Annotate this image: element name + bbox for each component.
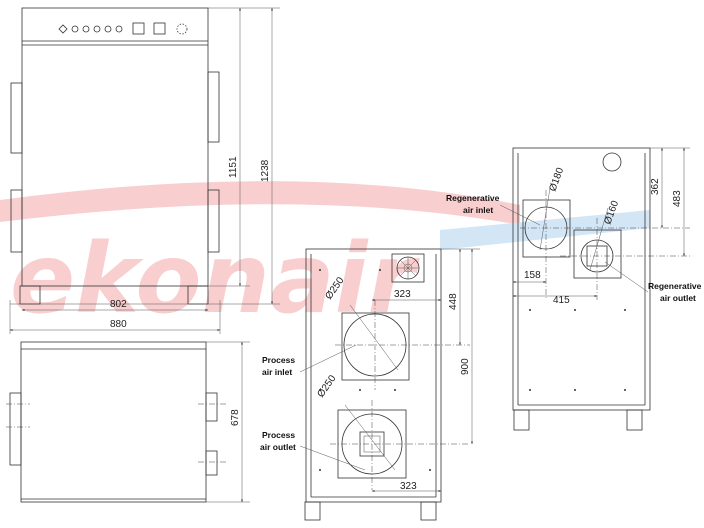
regen-side-view: Ø180 Ø160 362 483 158 415 Regenerative a… — [446, 147, 702, 431]
dim-height-body: 1151 — [228, 156, 239, 178]
label-regen-outlet-1: Regenerative — [648, 281, 702, 291]
label-regen-outlet-2: air outlet — [660, 293, 696, 303]
watermark-text: ekonair — [10, 223, 421, 335]
dim-offset-bottom: 323 — [400, 481, 417, 492]
label-process-outlet-2: air outlet — [260, 442, 296, 452]
label-process-outlet-1: Process — [262, 430, 295, 440]
label-regen-inlet-1: Regenerative — [446, 193, 500, 203]
dim-regen-offset-large: 415 — [553, 295, 570, 306]
dim-width-outer: 880 — [110, 319, 127, 330]
top-view: 678 — [6, 341, 250, 503]
label-process-inlet-1: Process — [262, 355, 295, 365]
dim-height-between: 900 — [460, 358, 471, 375]
control-panel — [58, 22, 188, 35]
regen-inlet-flange — [522, 199, 571, 258]
label-regen-inlet-2: air inlet — [463, 205, 493, 215]
dim-regen-height-a: 362 — [650, 178, 661, 195]
process-side-cabinet — [305, 248, 442, 503]
process-inlet-flange — [341, 312, 410, 381]
watermark: ekonair — [0, 181, 650, 335]
regen-outlet-flange — [573, 229, 622, 279]
regen-side-cabinet — [512, 147, 651, 411]
dim-depth: 678 — [230, 409, 241, 426]
dim-process-outlet-diameter: Ø250 — [315, 373, 338, 400]
label-process-inlet-2: air inlet — [262, 367, 292, 377]
fan-grille — [391, 253, 425, 283]
process-side-view: Ø250 Ø250 323 323 448 900 Process air in… — [260, 248, 480, 521]
dim-regen-offset-small: 158 — [524, 270, 541, 281]
dim-height-total: 1238 — [260, 159, 271, 182]
dim-offset-top: 323 — [394, 289, 411, 300]
dim-regen-height-b: 483 — [672, 190, 683, 207]
dim-width-inner: 802 — [110, 299, 127, 310]
dim-height-top: 448 — [448, 293, 459, 310]
front-view: 802 880 1151 1238 — [9, 7, 280, 334]
top-view-outline — [20, 341, 207, 503]
dim-regen-inlet-diameter: Ø180 — [547, 166, 566, 193]
